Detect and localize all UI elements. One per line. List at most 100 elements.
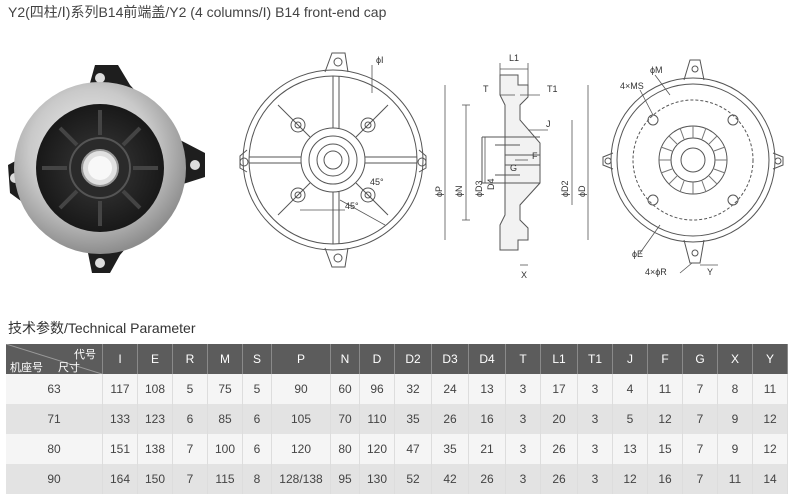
- value-cell: 3: [505, 434, 541, 464]
- value-cell: 12: [752, 404, 788, 434]
- value-cell: 120: [271, 434, 331, 464]
- col-header: S: [242, 344, 272, 374]
- label-d4: D4: [486, 178, 496, 190]
- value-cell: 7: [682, 464, 718, 494]
- value-cell: 14: [752, 464, 788, 494]
- label-j: J: [546, 119, 551, 129]
- col-header: G: [682, 344, 718, 374]
- label-4phi-r: 4×ϕR: [645, 267, 667, 277]
- col-header: D4: [468, 344, 506, 374]
- value-cell: 26: [431, 404, 469, 434]
- col-header: L1: [540, 344, 578, 374]
- value-cell: 115: [207, 464, 243, 494]
- value-cell: 5: [612, 404, 648, 434]
- col-header: X: [717, 344, 753, 374]
- value-cell: 5: [172, 374, 208, 404]
- value-cell: 7: [682, 374, 718, 404]
- value-cell: 7: [682, 404, 718, 434]
- value-cell: 21: [468, 434, 506, 464]
- value-cell: 11: [647, 374, 683, 404]
- value-cell: 20: [540, 404, 578, 434]
- value-cell: 7: [682, 434, 718, 464]
- table-row: 80 151 138 7 100 6 120 80 120 47 35 21 3…: [6, 434, 788, 464]
- value-cell: 35: [431, 434, 469, 464]
- label-phi-p: ϕP: [434, 186, 444, 197]
- col-header: P: [271, 344, 331, 374]
- value-cell: 95: [330, 464, 360, 494]
- value-cell: 52: [394, 464, 432, 494]
- value-cell: 70: [330, 404, 360, 434]
- label-t: T: [483, 84, 489, 94]
- table-header-row: 代号 尺寸 机座号 I E R M S P N D D2 D3 D4 T L1 …: [6, 344, 788, 374]
- value-cell: 133: [102, 404, 138, 434]
- col-header: N: [330, 344, 360, 374]
- frame-cell: 63: [6, 374, 103, 404]
- value-cell: 105: [271, 404, 331, 434]
- col-header: M: [207, 344, 243, 374]
- value-cell: 7: [172, 434, 208, 464]
- value-cell: 3: [577, 404, 613, 434]
- value-cell: 5: [242, 374, 272, 404]
- value-cell: 9: [717, 434, 753, 464]
- value-cell: 4: [612, 374, 648, 404]
- technical-parameter-table: 代号 尺寸 机座号 I E R M S P N D D2 D3 D4 T L1 …: [6, 344, 788, 494]
- rear-view-drawing: [602, 59, 784, 274]
- value-cell: 12: [647, 404, 683, 434]
- value-cell: 6: [172, 404, 208, 434]
- front-view-drawing: [239, 52, 427, 268]
- col-header: J: [612, 344, 648, 374]
- value-cell: 151: [102, 434, 138, 464]
- value-cell: 3: [577, 464, 613, 494]
- value-cell: 26: [540, 464, 578, 494]
- corner-frame-label: 机座号: [10, 362, 43, 374]
- col-header: D3: [431, 344, 469, 374]
- value-cell: 12: [752, 434, 788, 464]
- value-cell: 164: [102, 464, 138, 494]
- label-phi-d2: ϕD2: [560, 180, 570, 197]
- label-phi-i: ϕI: [376, 55, 384, 65]
- section-view-drawing: [444, 63, 589, 266]
- label-4ms: 4×MS: [620, 81, 644, 91]
- label-l1: L1: [509, 53, 519, 63]
- label-angle-a: 45°: [370, 177, 384, 187]
- value-cell: 32: [394, 374, 432, 404]
- col-header: I: [102, 344, 138, 374]
- value-cell: 96: [359, 374, 395, 404]
- value-cell: 47: [394, 434, 432, 464]
- value-cell: 100: [207, 434, 243, 464]
- value-cell: 110: [359, 404, 395, 434]
- label-f: F: [532, 151, 538, 161]
- label-phi-e: ϕE: [632, 249, 643, 259]
- drawings-area: ϕI 45° 45° L1 T T1 J F G X ϕP: [8, 52, 784, 280]
- value-cell: 3: [505, 464, 541, 494]
- value-cell: 13: [468, 374, 506, 404]
- value-cell: 26: [468, 464, 506, 494]
- col-header: R: [172, 344, 208, 374]
- col-header: D: [359, 344, 395, 374]
- label-phi-m: ϕM: [650, 65, 663, 75]
- value-cell: 80: [330, 434, 360, 464]
- value-cell: 17: [540, 374, 578, 404]
- value-cell: 108: [137, 374, 173, 404]
- label-phi-d3: ϕD3: [474, 180, 484, 197]
- end-cap-photo: [8, 65, 205, 273]
- label-angle-b: 45°: [345, 201, 359, 211]
- value-cell: 85: [207, 404, 243, 434]
- col-header: T1: [577, 344, 613, 374]
- col-header: T: [505, 344, 541, 374]
- label-phi-d: ϕD: [577, 185, 587, 197]
- value-cell: 6: [242, 404, 272, 434]
- value-cell: 3: [505, 404, 541, 434]
- value-cell: 6: [242, 434, 272, 464]
- value-cell: 130: [359, 464, 395, 494]
- page-title: Y2(四柱/Ⅰ)系列B14前端盖/Y2 (4 columns/I) B14 fr…: [8, 4, 387, 20]
- value-cell: 12: [612, 464, 648, 494]
- value-cell: 123: [137, 404, 173, 434]
- frame-cell: 80: [6, 434, 103, 464]
- corner-size-label: 尺寸: [58, 362, 80, 374]
- value-cell: 11: [717, 464, 753, 494]
- label-x: X: [521, 270, 527, 280]
- value-cell: 138: [137, 434, 173, 464]
- value-cell: 8: [717, 374, 753, 404]
- corner-code-label: 代号: [74, 349, 96, 361]
